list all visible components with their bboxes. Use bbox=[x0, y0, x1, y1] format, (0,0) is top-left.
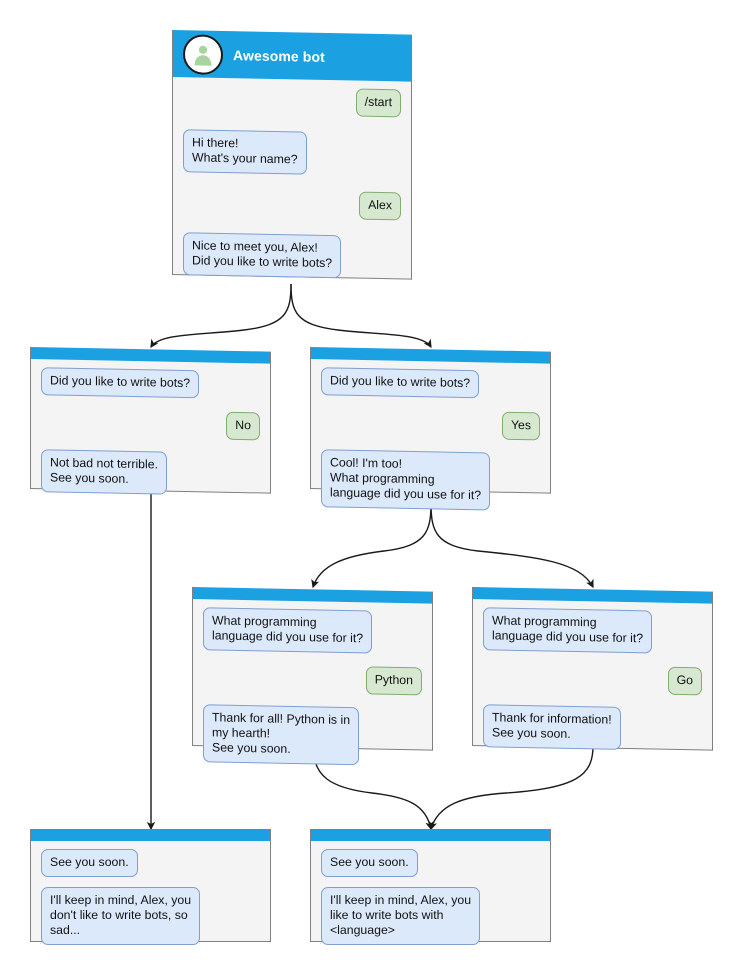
bot-message-bubble[interactable]: What programming language did you use fo… bbox=[483, 607, 653, 654]
message-row: Yes bbox=[321, 408, 540, 441]
message-row: What programming language did you use fo… bbox=[203, 607, 422, 654]
bot-name-label: Awesome bot bbox=[233, 46, 325, 65]
user-message-bubble[interactable]: No bbox=[226, 411, 260, 441]
user-message-bubble[interactable]: Alex bbox=[359, 191, 401, 221]
message-row: Python bbox=[203, 663, 422, 696]
bot-message-bubble[interactable]: Thank for all! Python is in my hearth! S… bbox=[203, 704, 360, 766]
bot-message-bubble[interactable]: Not bad not terrible. See you soon. bbox=[41, 449, 168, 495]
node-body-root: /start Hi there! What's your name? Alex … bbox=[173, 77, 411, 306]
message-row: Nice to meet you, Alex! Did you like to … bbox=[183, 232, 401, 279]
node-python-branch[interactable]: What programming language did you use fo… bbox=[192, 587, 433, 766]
message-row: Did you like to write bots? bbox=[41, 367, 260, 399]
message-row: Cool! I'm too! What programming language… bbox=[321, 449, 540, 511]
node-end-no[interactable]: See you soon. I'll keep in mind, Alex, y… bbox=[30, 829, 271, 945]
bot-message-bubble[interactable]: Cool! I'm too! What programming language… bbox=[321, 449, 491, 511]
bot-message-bubble[interactable]: Nice to meet you, Alex! Did you like to … bbox=[183, 232, 342, 279]
person-avatar-icon bbox=[183, 33, 223, 75]
message-row: See you soon. bbox=[41, 849, 260, 877]
node-no-branch[interactable]: Did you like to write bots? No Not bad n… bbox=[30, 347, 271, 495]
node-header-root: Awesome bot bbox=[173, 30, 411, 82]
message-row: I'll keep in mind, Alex, you don't like … bbox=[41, 887, 260, 945]
bot-message-bubble[interactable]: Did you like to write bots? bbox=[41, 367, 200, 399]
node-body-end-yes: See you soon. I'll keep in mind, Alex, y… bbox=[311, 841, 550, 955]
node-header-end-yes bbox=[311, 829, 550, 841]
node-go-branch[interactable]: What programming language did you use fo… bbox=[472, 587, 713, 751]
node-header-end-no bbox=[31, 829, 270, 841]
message-row: Alex bbox=[183, 188, 401, 221]
user-message-bubble[interactable]: Yes bbox=[501, 411, 540, 441]
message-row: No bbox=[41, 408, 260, 441]
node-yes-branch[interactable]: Did you like to write bots? Yes Cool! I'… bbox=[310, 347, 551, 511]
node-body-no-branch: Did you like to write bots? No Not bad n… bbox=[31, 359, 270, 520]
bot-message-bubble[interactable]: See you soon. bbox=[321, 849, 418, 877]
message-row: Hi there! What's your name? bbox=[183, 129, 401, 176]
node-body-end-no: See you soon. I'll keep in mind, Alex, y… bbox=[31, 841, 270, 955]
bot-message-bubble[interactable]: What programming language did you use fo… bbox=[203, 607, 373, 654]
message-row: Thank for all! Python is in my hearth! S… bbox=[203, 704, 422, 766]
bot-message-bubble[interactable]: Hi there! What's your name? bbox=[183, 129, 307, 175]
bot-message-bubble[interactable]: See you soon. bbox=[41, 849, 138, 877]
bot-message-bubble[interactable]: I'll keep in mind, Alex, you don't like … bbox=[41, 887, 201, 945]
message-row: See you soon. bbox=[321, 849, 540, 877]
node-root[interactable]: Awesome bot /start Hi there! What's your… bbox=[172, 30, 412, 280]
message-row: Go bbox=[483, 663, 702, 696]
message-row: /start bbox=[183, 85, 401, 118]
bot-message-bubble[interactable]: Thank for information! See you soon. bbox=[483, 704, 621, 750]
message-row: Thank for information! See you soon. bbox=[483, 704, 702, 751]
node-body-yes-branch: Did you like to write bots? Yes Cool! I'… bbox=[311, 359, 550, 535]
user-message-bubble[interactable]: Python bbox=[365, 666, 422, 696]
message-row: What programming language did you use fo… bbox=[483, 607, 702, 654]
node-body-python-branch: What programming language did you use fo… bbox=[193, 599, 432, 790]
message-row: I'll keep in mind, Alex, you like to wri… bbox=[321, 887, 540, 945]
node-end-yes[interactable]: See you soon. I'll keep in mind, Alex, y… bbox=[310, 829, 551, 945]
user-message-bubble[interactable]: /start bbox=[355, 88, 401, 118]
user-message-bubble[interactable]: Go bbox=[667, 666, 702, 696]
message-row: Did you like to write bots? bbox=[321, 367, 540, 399]
bot-message-bubble[interactable]: I'll keep in mind, Alex, you like to wri… bbox=[321, 887, 481, 945]
bot-message-bubble[interactable]: Did you like to write bots? bbox=[321, 367, 480, 399]
message-row: Not bad not terrible. See you soon. bbox=[41, 449, 260, 496]
node-body-go-branch: What programming language did you use fo… bbox=[473, 599, 712, 775]
